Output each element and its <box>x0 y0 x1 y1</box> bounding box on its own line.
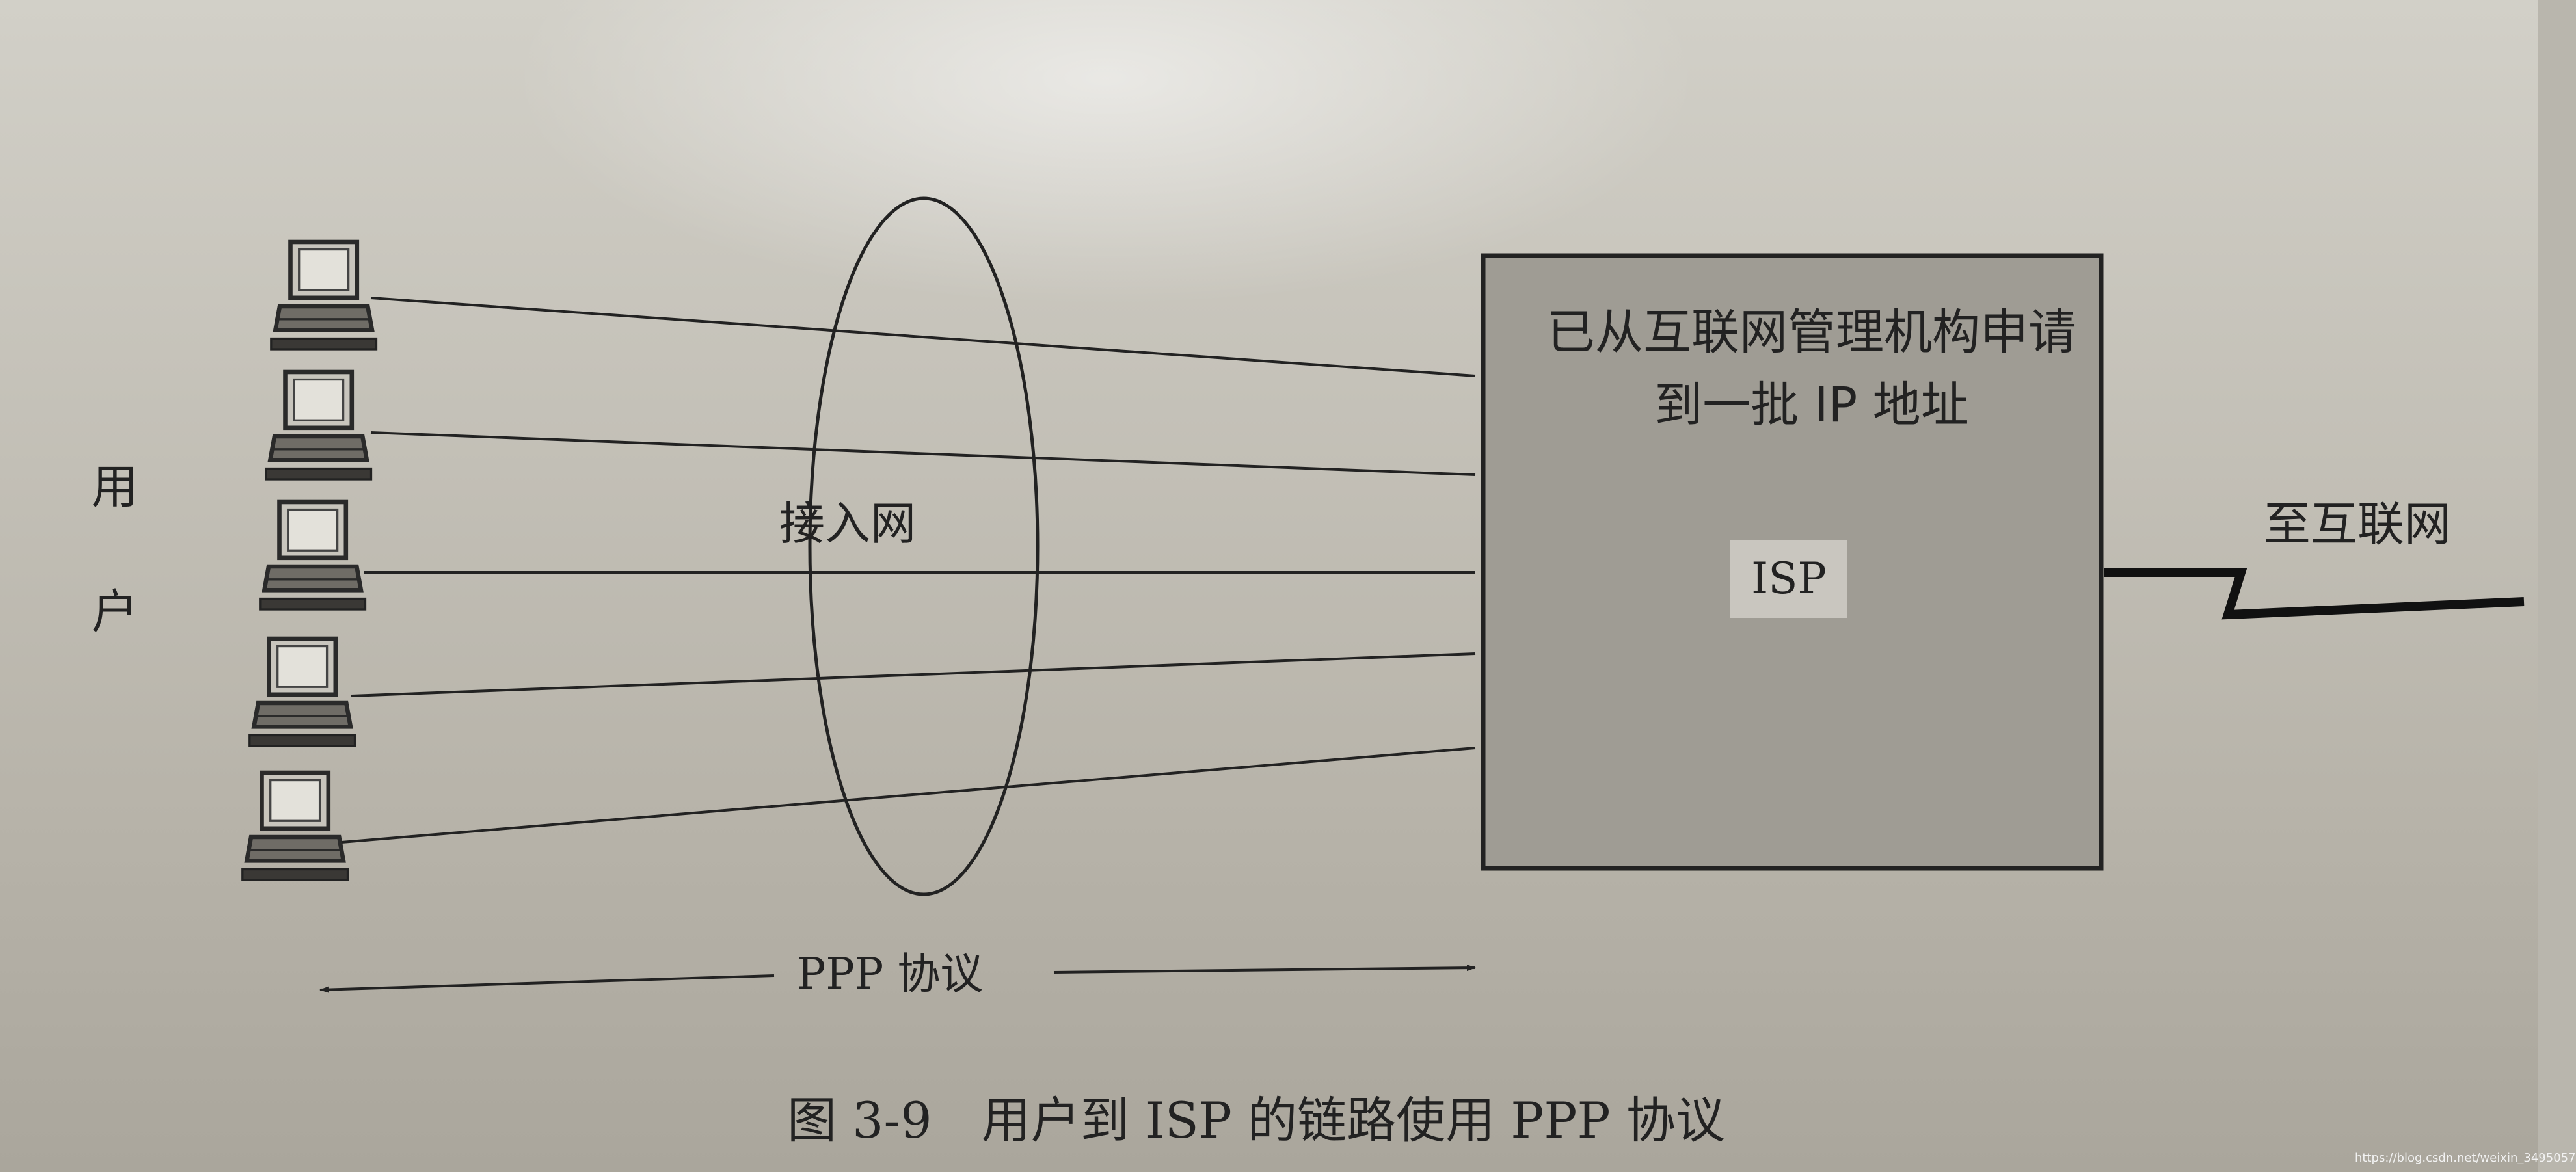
watermark: https://blog.csdn.net/weixin_3495057 <box>2355 1151 2576 1165</box>
computer-icon-3 <box>260 502 366 609</box>
computer-icon-5 <box>243 773 348 880</box>
to-internet-label: 至互联网 <box>2264 497 2452 552</box>
isp-description: 已从互联网管理机构申请到一批 IP 地址 <box>1547 304 2076 433</box>
connection-line-2 <box>370 431 1476 476</box>
connection-line-4 <box>351 652 1476 697</box>
connection-line-5 <box>341 747 1476 844</box>
internet-link <box>2104 568 2525 620</box>
connection-line-1 <box>370 297 1476 377</box>
ppp-arrow-right <box>1053 965 1476 974</box>
users-label: 用户 <box>83 462 138 712</box>
isp-name-label: ISP <box>1730 540 1847 618</box>
ppp-protocol-label: PPP 协议 <box>797 949 984 999</box>
access-network-ellipse <box>808 196 1040 896</box>
computer-icon-2 <box>266 372 371 479</box>
computer-icon-1 <box>271 242 377 349</box>
figure-caption: 图 3-9 用户到 ISP 的链路使用 PPP 协议 <box>787 1091 1725 1149</box>
ppp-arrow-left <box>319 974 775 993</box>
computer-icon-4 <box>250 639 355 746</box>
access-network-label: 接入网 <box>779 497 916 550</box>
